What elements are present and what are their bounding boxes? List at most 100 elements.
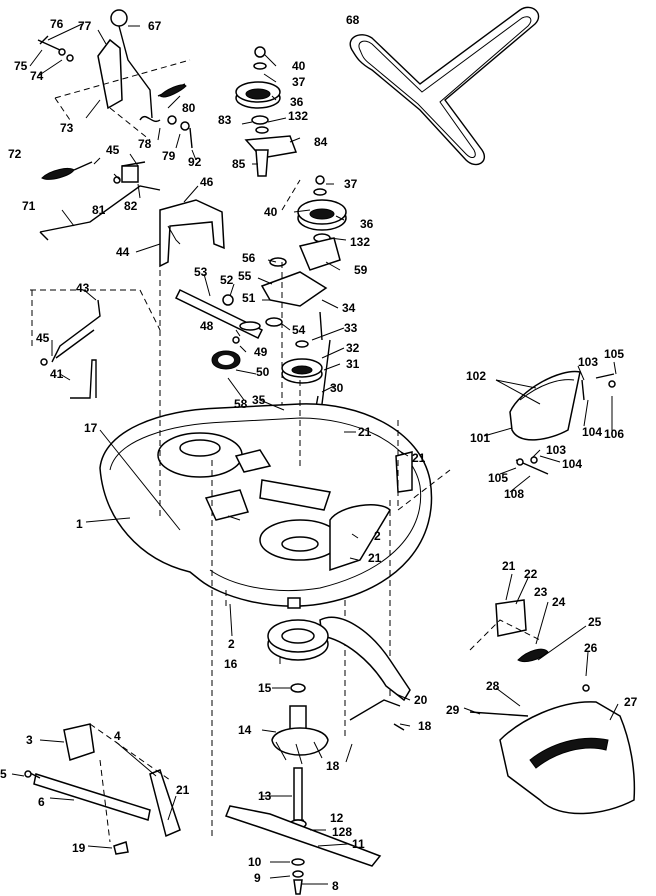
pulley-32 [281,311,331,441]
part-number-label: 132 [288,109,308,123]
part-number-label: 75 [14,59,28,73]
part-number-label: 19 [72,841,86,855]
part-number-label: 58 [234,397,248,411]
part-number-label: 33 [344,321,358,335]
part-number-label: 45 [106,143,120,157]
part-number-label: 37 [344,177,358,191]
discharge-deflector [509,370,616,475]
part-number-label: 44 [116,245,130,259]
part-number-label: 51 [242,291,256,305]
front-hanger-arm [24,723,181,855]
part-number-label: 8 [332,879,339,893]
idler-pulley-upper [235,46,298,177]
part-number-label: 132 [350,235,370,249]
mower-deck [99,403,433,609]
part-number-label: 29 [446,703,460,717]
part-number-label: 16 [224,657,238,671]
deck-hanger-20 [319,616,411,731]
part-number-label: 50 [256,365,270,379]
part-number-label: 76 [50,17,64,31]
part-number-label: 45 [36,331,50,345]
part-number-label: 10 [248,855,262,869]
part-number-label: 37 [292,75,306,89]
lift-lever-assembly [37,9,193,149]
part-number-label: 103 [578,355,598,369]
part-number-label: 32 [346,341,360,355]
part-number-label: 103 [546,443,566,457]
part-number-label: 5 [0,767,7,781]
part-number-label: 128 [332,825,352,839]
part-number-label: 34 [342,301,356,315]
mower-blade-11 [225,805,382,895]
part-number-label: 30 [330,381,344,395]
part-number-label: 31 [346,357,360,371]
part-number-label: 80 [182,101,196,115]
part-number-label: 12 [330,811,344,825]
part-number-label: 84 [314,135,328,149]
part-number-label: 43 [76,281,90,295]
part-number-label: 3 [26,733,33,747]
part-number-label: 18 [418,719,432,733]
part-number-label: 2 [374,529,381,543]
part-number-label: 83 [218,113,232,127]
part-number-label: 46 [200,175,214,189]
part-number-label: 13 [258,789,272,803]
spring-24 [517,648,549,663]
part-number-label: 21 [368,551,382,565]
part-number-label: 67 [148,19,162,33]
part-number-label: 36 [290,95,304,109]
part-number-label: 56 [242,251,256,265]
part-number-label: 106 [604,427,624,441]
part-number-label: 21 [358,425,372,439]
part-number-label: 78 [138,137,152,151]
part-number-label: 74 [30,69,44,83]
part-number-label: 21 [502,559,516,573]
part-number-label: 82 [124,199,138,213]
part-number-label: 77 [78,19,92,33]
part-number-label: 1 [76,517,83,531]
bracket-82 [113,161,146,184]
part-number-label: 72 [8,147,22,161]
part-number-label: 48 [200,319,214,333]
part-number-label: 17 [84,421,98,435]
part-number-label: 53 [194,265,208,279]
part-number-label: 28 [486,679,500,693]
part-number-label: 55 [238,269,252,283]
part-number-label: 108 [504,487,524,501]
drive-belt [349,6,540,166]
part-number-label: 6 [38,795,45,809]
leader-lines [11,23,619,885]
part-number-label: 101 [470,431,490,445]
part-number-label: 40 [292,59,306,73]
part-number-label: 22 [524,567,538,581]
idler-pulley-middle [260,175,347,420]
part-number-label: 21 [176,783,190,797]
part-number-label: 105 [488,471,508,485]
part-number-label: 59 [354,263,368,277]
part-number-label: 21 [412,451,426,465]
part-number-label: 81 [92,203,106,217]
belt-guard-44 [159,199,225,268]
part-number-label: 85 [232,157,246,171]
part-number-label: 23 [534,585,548,599]
part-number-label: 105 [604,347,624,361]
part-number-label: 11 [352,837,365,851]
part-number-label: 54 [292,323,306,337]
part-number-label: 20 [414,693,428,707]
bracket-23 [469,599,541,651]
discharge-chute-27 [469,684,636,815]
part-number-label: 102 [466,369,486,383]
part-number-label: 36 [360,217,374,231]
part-number-label: 104 [562,457,582,471]
part-number-label: 71 [22,199,36,213]
part-number-label: 2 [228,637,235,651]
part-number-label: 52 [220,273,234,287]
spindle-assembly [267,619,329,837]
part-number-label: 27 [624,695,638,709]
part-number-label: 9 [254,871,261,885]
lift-rod-43 [30,289,161,399]
part-number-label: 15 [258,681,272,695]
rod-71 [39,185,161,241]
